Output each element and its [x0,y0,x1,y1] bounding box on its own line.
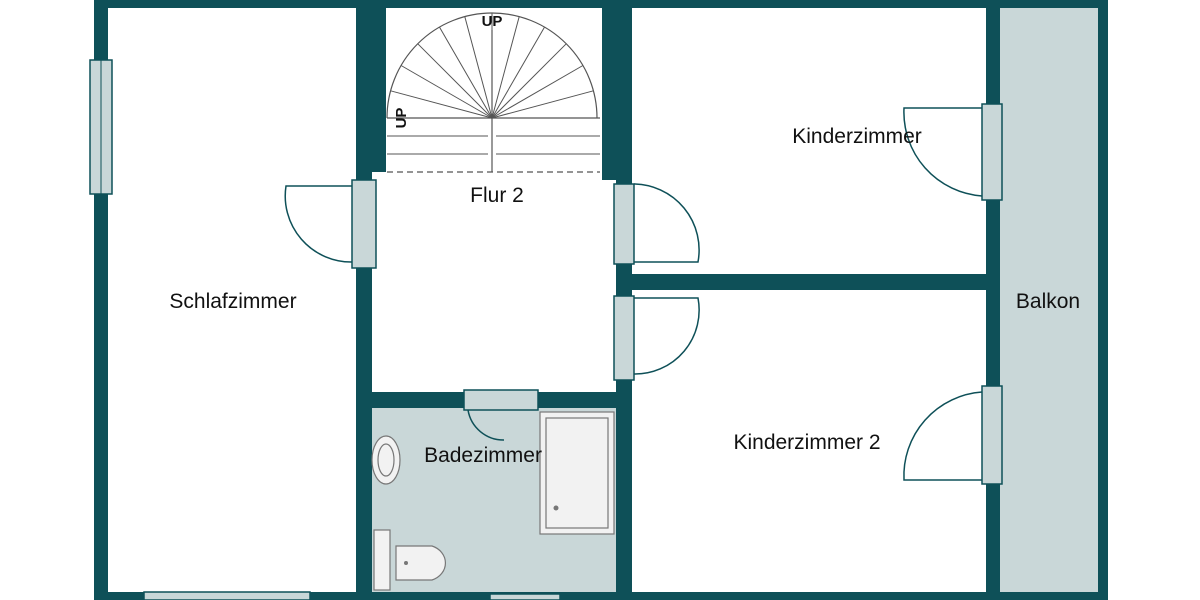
toilet-bowl [395,545,447,581]
door-kinderzimmer-balkon[interactable] [903,103,1003,201]
wall-kids-divider [632,274,988,290]
door-kinderzimmer[interactable] [613,183,700,265]
stair-tread-radial [491,16,520,119]
stair-tread-radial [400,65,493,119]
door-frame [351,179,377,269]
stair-up-label-top: UP [482,13,503,30]
room-label-balkon: Balkon [1016,290,1080,313]
door-swing [903,107,983,197]
door-kinderzimmer2[interactable] [613,295,700,381]
window-bottom-bedroom [143,591,311,600]
door-frame [981,385,1003,485]
shower-inner [545,417,609,529]
door-frame [981,103,1003,201]
shower-drain [553,505,559,511]
room-label-flur: Flur 2 [470,184,524,207]
door-bathroom[interactable] [463,389,539,441]
door-kinderzimmer2-balkon[interactable] [903,385,1003,485]
stair-tread-radial [491,26,545,119]
wall-hall-right-lower [616,180,632,600]
wall-bed-hall [356,0,372,600]
wall-bottom [94,592,1108,600]
stair-tread-radial [390,90,493,119]
room-label-kinderzimmer: Kinderzimmer [792,125,922,148]
toilet [373,529,447,591]
room-label-schlafzimmer: Schlafzimmer [169,290,296,313]
door-swing [633,183,700,263]
door-bedroom[interactable] [284,179,377,269]
room-label-badezimmer: Badezimmer [424,444,542,467]
door-frame [613,295,635,381]
window-bottom-bath [489,593,561,600]
wall-top [94,0,1108,8]
balcony-area [998,0,1098,600]
room-label-kinderzimmer2: Kinderzimmer 2 [733,431,880,454]
door-frame [463,389,539,411]
window-bedroom [89,59,113,195]
door-swing [467,409,505,441]
door-frame [613,183,635,265]
toilet-tank [373,529,391,591]
stair-tread-radial [491,90,594,119]
washbasin [371,435,401,485]
shower [539,411,615,535]
stair-tread-radial [417,43,493,119]
washbasin-inner [377,443,395,477]
wall-right [1098,0,1108,600]
stair-tread-radial [491,43,567,119]
toilet-seat-mark [404,561,408,565]
stair-tread-radial [491,65,584,119]
door-swing [284,185,353,263]
door-swing [633,297,700,375]
stair-tread-radial [464,16,493,119]
wall-stair-left [372,0,386,172]
staircase [386,12,600,173]
wall-hall-right [602,0,632,180]
wall-kids-balcony [986,0,1000,600]
door-swing [903,391,983,481]
stair-up-label-left: UP [393,108,410,129]
stair-tread-radial [439,26,493,119]
